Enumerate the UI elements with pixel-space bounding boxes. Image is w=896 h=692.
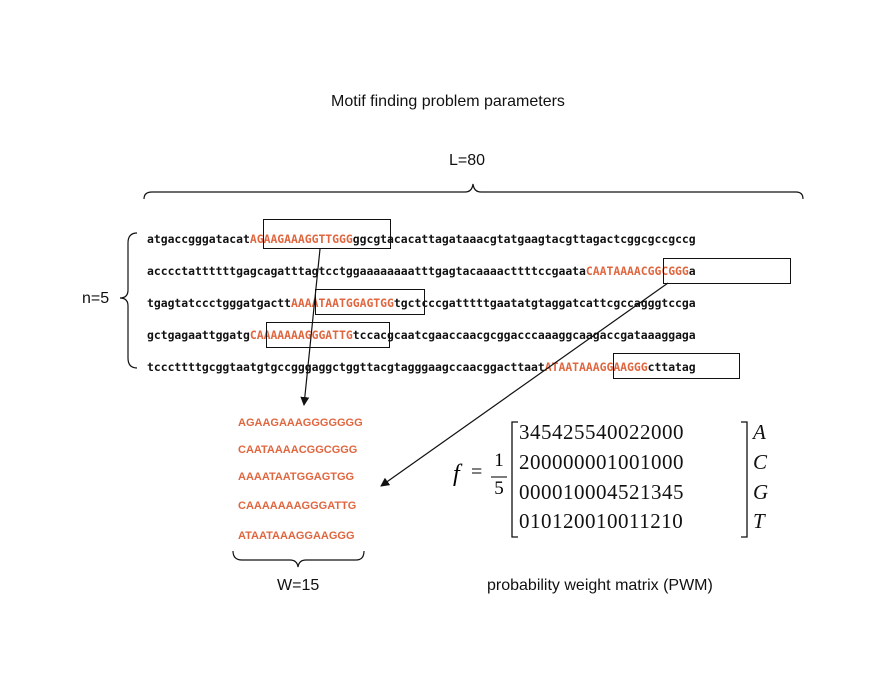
pwm-row-c: 200000001001000 (519, 450, 684, 474)
aligned-motif: AAAATAATGGAGTGG (238, 471, 355, 483)
pwm-equals: = (471, 461, 483, 483)
motif-arrow (300, 248, 321, 406)
pwm-label-c: C (753, 450, 768, 474)
motif-highlight: ATAATAAAGGAAGGG (544, 360, 648, 374)
pwm-row-t: 010120010011210 (519, 509, 684, 533)
pwm-symbol: f (453, 461, 460, 487)
motif-arrow (380, 282, 669, 487)
sequence-row: tgagtatccctgggatgacttAAAATAATGGAGTGGtgct… (147, 296, 696, 310)
aligned-motif: CAATAAAACGGCGGG (238, 444, 358, 456)
pwm-bracket-left (511, 421, 518, 538)
pwm-denominator: 5 (494, 478, 504, 499)
aligned-motif: ATAATAAAGGAAGGG (238, 530, 355, 542)
motif-box (613, 353, 740, 379)
pwm-label-g: G (753, 480, 769, 504)
width-brace (232, 550, 365, 568)
length-brace (143, 183, 804, 200)
pwm-numerator: 1 (494, 450, 504, 471)
motif-highlight: AGAAGAAAGGTTGGG (249, 232, 353, 246)
motif-box (266, 322, 390, 348)
motif-highlight: AAAATAATGGAGTGG (291, 296, 394, 310)
pwm-row-a: 345425540022000 (519, 420, 684, 444)
pwm-row-g: 000010004521345 (519, 480, 684, 504)
sequence-row: gctgagaattggatgCAAAAAAAGGGATTGtccacgcaat… (147, 328, 696, 342)
sequence-row: atgaccgggatacatAGAAGAAAGGTTGGGggcgtacaca… (147, 232, 696, 246)
count-label: n=5 (82, 290, 110, 307)
motif-box (663, 258, 791, 284)
length-label: L=80 (449, 152, 486, 169)
motif-highlight: CAAAAAAAGGGATTG (249, 328, 353, 342)
count-brace (119, 232, 138, 369)
aligned-motif: CAAAAAAAGGGATTG (238, 500, 357, 512)
motif-box (315, 289, 425, 315)
motif-box (263, 219, 391, 249)
width-label: W=15 (277, 577, 320, 594)
pwm-label: probability weight matrix (PWM) (487, 577, 713, 594)
aligned-motif: AGAAGAAAGGGGGGG (238, 417, 363, 429)
pwm-label-a: A (753, 420, 766, 444)
pwm-label-t: T (753, 509, 765, 533)
sequence-row: tcccttttgcggtaatgtgccgggaggctggttacgtagg… (147, 360, 696, 374)
diagram-title: Motif finding problem parameters (331, 93, 565, 110)
pwm-bracket-right (741, 421, 748, 538)
